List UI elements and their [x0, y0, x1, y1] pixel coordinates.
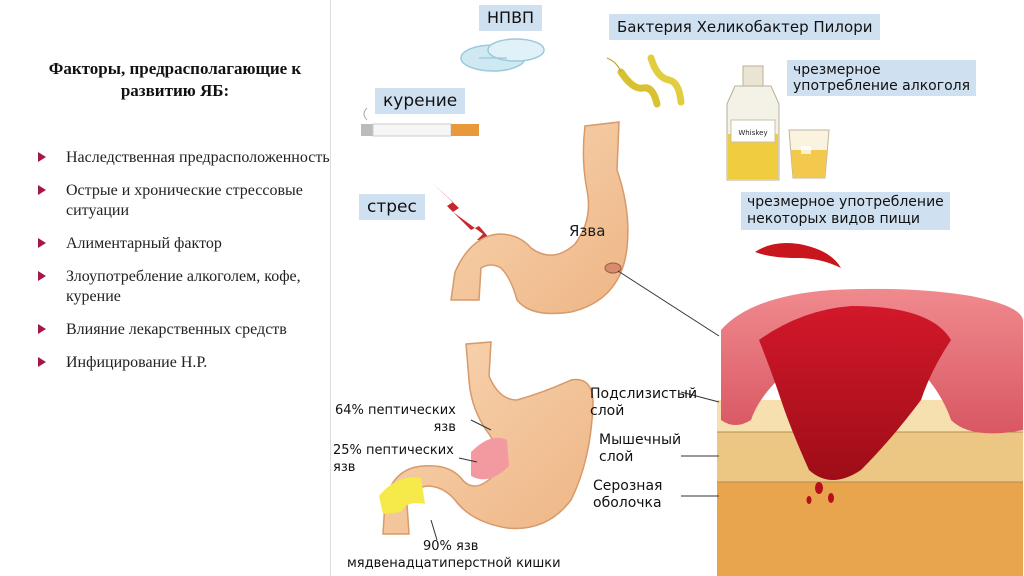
smoking-label: курение: [375, 88, 466, 114]
bacteria-icon: [606, 54, 685, 108]
pct25-label: 25% пептических язв: [333, 443, 454, 475]
whiskey-bottle-icon: Whiskey: [726, 65, 780, 181]
list-item: Наследственная предрасположенность: [36, 148, 336, 168]
serosa-label: Серозная оболочка: [593, 478, 663, 511]
stomach-regions-illustration: [382, 341, 594, 535]
chili-pepper-icon: [755, 243, 841, 268]
pct90-label: 90% язв мядвенадцатиперстной кишки: [347, 539, 561, 571]
stomach-illustration: [450, 121, 629, 315]
cigarette-icon: [361, 107, 479, 137]
bullet-arrow-icon: [38, 357, 46, 367]
factors-list: Наследственная предрасположенность Остры…: [36, 148, 336, 386]
list-item: Влияние лекарственных средств: [36, 320, 336, 340]
food-label: чрезмерное употребление некоторых видов …: [741, 192, 950, 230]
divider: [330, 0, 331, 576]
left-panel: Факторы, предрасполагающие к развитию ЯБ…: [0, 0, 330, 576]
bullet-arrow-icon: [38, 152, 46, 162]
whiskey-label: Whiskey: [738, 129, 767, 137]
diagram-illustration: Whiskey: [361, 38, 1023, 576]
alcohol-label: чрезмерное употребление алкоголя: [787, 60, 977, 96]
ulcer-pointer-line: [617, 270, 720, 337]
muscle-layer-label: Мышечный слой: [599, 432, 682, 465]
glass-icon: [788, 129, 830, 179]
duodenum-region: [379, 477, 425, 514]
submucosa-label: Подслизистый слой: [590, 386, 698, 419]
ulcer-diagram: Whiskey: [331, 0, 1024, 576]
antrum-region: [471, 437, 509, 480]
ulcer-spot: [604, 262, 622, 274]
list-item: Инфицирование Н.Р.: [36, 353, 336, 373]
helicobacter-label: Бактерия Хеликобактер Пилори: [609, 14, 881, 40]
ulcer-label: Язва: [569, 222, 605, 240]
bullet-arrow-icon: [38, 324, 46, 334]
list-item: Острые и хронические стрессовые ситуации: [36, 181, 336, 221]
bullet-arrow-icon: [38, 185, 46, 195]
ulcer-cross-section: [717, 288, 1023, 576]
lightning-icon: [431, 182, 491, 240]
bullet-arrow-icon: [38, 271, 46, 281]
nsaid-label: НПВП: [479, 5, 543, 31]
factors-title: Факторы, предрасполагающие к развитию ЯБ…: [48, 59, 302, 100]
bullet-arrow-icon: [38, 238, 46, 248]
stress-label: стрес: [359, 194, 425, 220]
list-item: Алиментарный фактор: [36, 234, 336, 254]
pct64-label: 64% пептических язв: [335, 403, 456, 435]
pills-icon: [460, 38, 545, 72]
list-item: Злоупотребление алкоголем, кофе, курение: [36, 267, 336, 307]
